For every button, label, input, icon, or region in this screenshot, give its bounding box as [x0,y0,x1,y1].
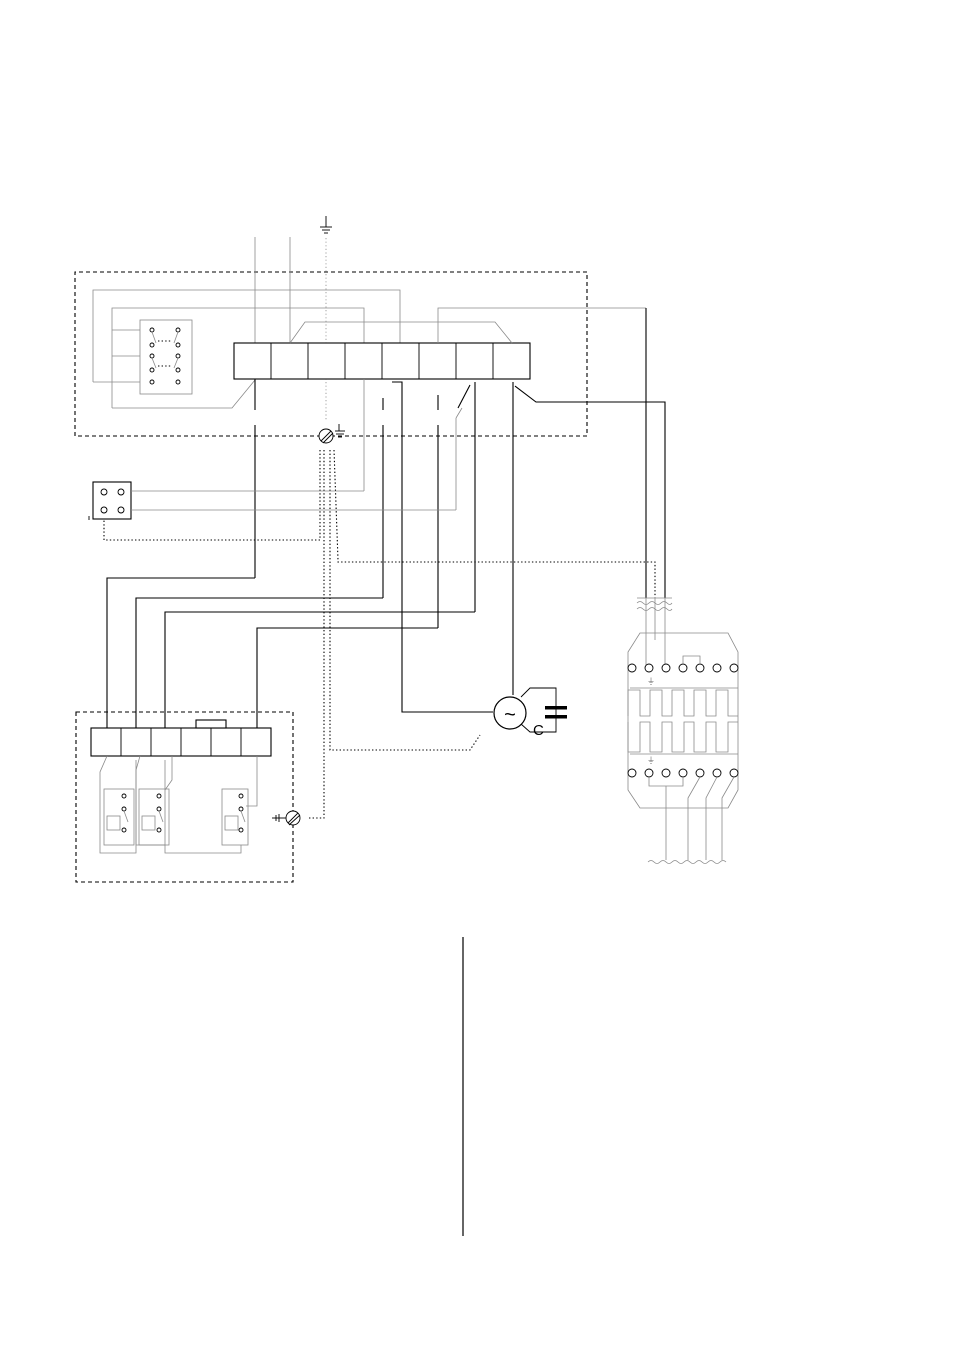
relay-icon [99,755,137,854]
pin-ground-top: ⏚ [647,677,655,686]
relay-icon [164,756,258,854]
relay-enclosure [75,711,294,883]
capacitor-label: C [533,722,544,739]
pin-ground-bottom: ⏚ [647,756,655,765]
four-pin-connector [88,379,463,520]
ground-stud [318,428,334,444]
external-connector: ⏚ ⏚ [627,597,739,864]
motor-icon: ~ [493,696,527,730]
top-ground-symbol-icon [320,216,332,234]
relay-feed-wires [106,577,475,728]
top-right-feed [437,307,646,343]
switch-icon [149,327,181,385]
capacitor-icon: C [520,687,567,739]
bottom-ground-symbol-icon [272,814,286,822]
relay-icon [135,755,170,846]
main-switch-block [92,289,401,409]
terminal-outputs [254,379,666,713]
ground-wires [103,449,656,819]
supply-lines [254,237,327,420]
fuse-icon [285,810,301,826]
terminal-bridge [289,321,513,344]
motor-symbol-label: ~ [504,704,516,726]
top-terminal-strip [233,342,531,380]
stud-ground-symbol-icon [335,424,345,438]
